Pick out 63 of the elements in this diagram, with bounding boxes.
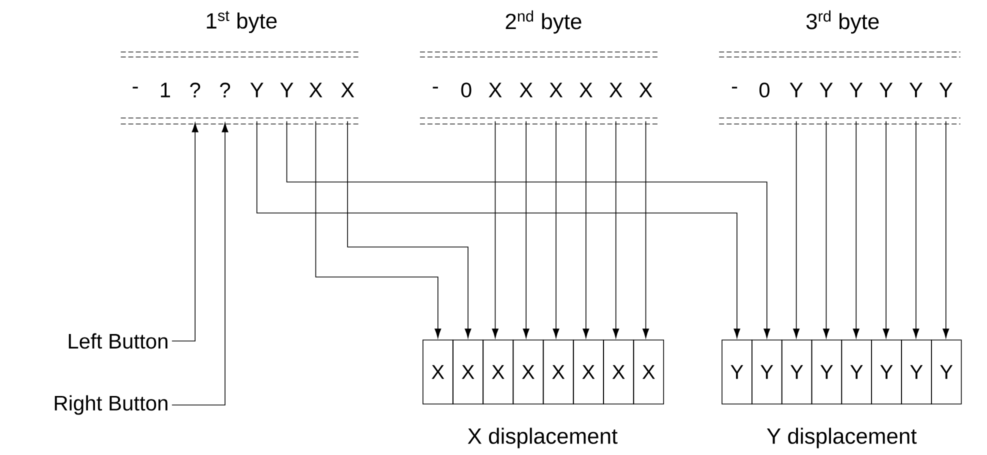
bit-character: - [432,86,438,88]
field-caption: Y displacement [766,428,917,448]
bit-character: Y [850,82,863,98]
bit-cell: Y [811,340,842,404]
bit-character: Y [250,82,264,98]
bit-character: Y [820,82,833,98]
bit-character: Y [909,82,923,98]
bit-character: Y [880,82,893,98]
bit-character: ? [220,82,230,98]
arrow [582,120,590,338]
bit-character: - [132,86,138,88]
bit-character: X [309,82,322,98]
arrow [492,120,498,338]
button-label: Left Button [68,333,168,349]
arrow [612,120,620,338]
bit-character: 0 [461,82,472,98]
field-caption: X displacement [468,428,618,448]
bit-cell: X [633,340,664,404]
bit-cell: X [422,340,454,404]
arrow [882,120,890,338]
bit-character: Y [790,82,803,98]
bit-character: X [639,82,652,98]
bit-character: X [609,82,622,98]
bit-character: - [732,86,738,88]
bit-cell: Y [841,340,872,404]
arrow [522,120,530,338]
bit-cell: Y [752,340,782,404]
arrow [822,120,830,338]
bit-character: X [488,82,502,98]
arrow [315,120,442,338]
bit-character: 0 [759,82,770,98]
bit-character: Y [939,82,952,98]
arrow [942,120,950,338]
bit-cell: X [603,340,634,404]
arrow [552,120,560,338]
bit-cell: X [542,340,574,404]
bit-cell: X [452,340,484,404]
bit-cell: X [512,340,544,404]
arrow [852,120,860,338]
arrow [347,120,472,338]
arrow [793,120,800,338]
bit-cell: Y [722,340,752,404]
bit-cell: Y [871,340,902,404]
arrow [912,120,920,338]
bit-character: X [579,82,592,98]
bit-character: X [520,82,533,98]
arrow [642,120,650,338]
bit-character: ? [190,82,200,98]
arrow [172,122,228,406]
bit-character: X [341,82,354,98]
byte-heading: 1$^{st}$ byte [206,10,277,34]
bit-cell: Y [901,340,932,404]
byte-heading: 3$^{rd}$ byte [806,10,879,34]
bit-cell: Y [931,340,962,404]
byte-heading: 2$^{nd}$ byte [506,10,582,34]
bit-character: X [549,82,563,98]
bit-cell: X [482,340,514,404]
bit-cell: Y [781,340,812,404]
arrow [172,122,198,342]
bit-character: 1 [160,82,170,98]
bit-cell: X [573,340,604,404]
bit-character: Y [280,82,294,98]
button-label: Right Button [54,395,168,415]
